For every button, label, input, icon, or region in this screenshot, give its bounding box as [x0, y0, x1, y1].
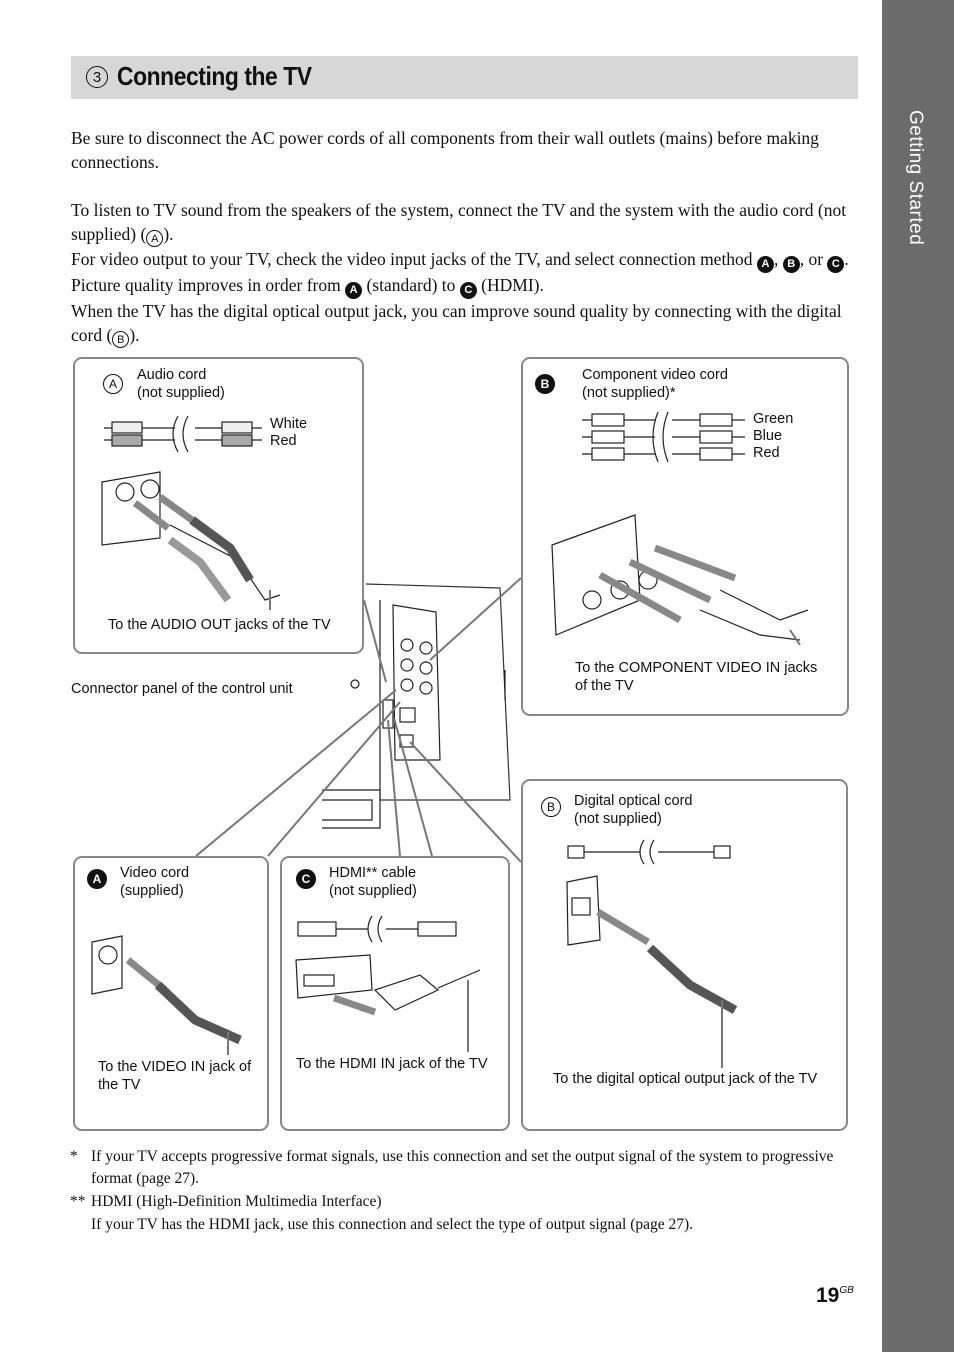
control-unit-illustration [322, 583, 511, 829]
video-panel-marker: A [87, 869, 107, 889]
audio-caption: To the AUDIO OUT jacks of the TV [108, 617, 331, 633]
section-title-bar: 3 Connecting the TV [71, 56, 858, 99]
footnote-2: **HDMI (High-Definition Multimedia Inter… [70, 1193, 382, 1210]
audio-panel-marker: A [103, 374, 123, 394]
video-cord-title: Video cord [120, 865, 190, 881]
marker-b-filled: B [782, 256, 800, 273]
audio-cord-panel [73, 357, 364, 654]
marker-a-filled: A [756, 256, 774, 273]
footnotes: *If your TV accepts progressive format s… [70, 1146, 861, 1237]
marker-c-filled: C [827, 256, 845, 273]
intro-paragraph-4: When the TV has the digital optical outp… [71, 301, 842, 348]
marker-c-filled: C [459, 282, 477, 299]
page-number: 19GB [816, 1284, 854, 1307]
video-cord-illustration [91, 935, 242, 1055]
marker-b-outline: B [112, 331, 130, 348]
audio-red-label: Red [270, 433, 297, 449]
section-number: 3 [86, 66, 108, 88]
audio-cord-title: Audio cord [137, 367, 207, 383]
component-green-label: Green [753, 411, 794, 427]
intro-text-2: To listen to TV sound from the speakers … [71, 198, 861, 348]
section-title: Connecting the TV [117, 61, 312, 91]
optical-caption: To the digital optical output jack of th… [553, 1071, 818, 1087]
hdmi-cable-subtitle: (not supplied) [329, 883, 417, 899]
digital-optical-panel [521, 779, 848, 1131]
hdmi-panel-marker: C [296, 869, 316, 889]
intro-text: Be sure to disconnect the AC power cords… [71, 126, 861, 174]
video-caption-line-2: the TV [98, 1077, 141, 1093]
hdmi-cable-title: HDMI** cable [329, 865, 417, 881]
hdmi-caption: To the HDMI IN jack of the TV [296, 1056, 488, 1072]
component-caption-line-2: of the TV [575, 678, 634, 694]
intro-paragraph-1: Be sure to disconnect the AC power cords… [71, 128, 819, 172]
optical-cord-illustration [566, 839, 738, 1068]
component-red-label: Red [753, 445, 780, 461]
sidebar-tab-label: Getting Started [905, 110, 926, 246]
audio-cord-illustration [101, 415, 281, 610]
component-panel-marker: B [535, 374, 555, 394]
marker-a-filled: A [345, 282, 363, 299]
control-unit-caption: Connector panel of the control unit [71, 681, 293, 697]
hdmi-cable-illustration [295, 915, 481, 1052]
optical-cord-subtitle: (not supplied) [574, 811, 662, 827]
optical-panel-marker: B [541, 797, 561, 817]
optical-cord-title: Digital optical cord [574, 793, 693, 809]
footnote-2-detail: If your TV has the HDMI jack, use this c… [91, 1216, 694, 1233]
video-cord-subtitle: (supplied) [120, 883, 184, 899]
audio-cord-subtitle: (not supplied) [137, 385, 225, 401]
footnote-1: *If your TV accepts progressive format s… [70, 1148, 834, 1187]
component-cord-title: Component video cord [582, 367, 728, 383]
marker-a-outline: A [146, 230, 164, 247]
intro-paragraph-2: To listen to TV sound from the speakers … [71, 200, 847, 247]
video-caption-line-1: To the VIDEO IN jack of [98, 1059, 252, 1075]
audio-white-label: White [270, 416, 308, 432]
component-cord-subtitle: (not supplied)* [582, 385, 676, 401]
intro-paragraph-3: For video output to your TV, check the v… [71, 247, 861, 299]
component-cord-illustration [551, 411, 809, 646]
sidebar-tab [882, 0, 954, 1352]
component-blue-label: Blue [753, 428, 783, 444]
component-caption-line-1: To the COMPONENT VIDEO IN jacks [575, 660, 818, 676]
